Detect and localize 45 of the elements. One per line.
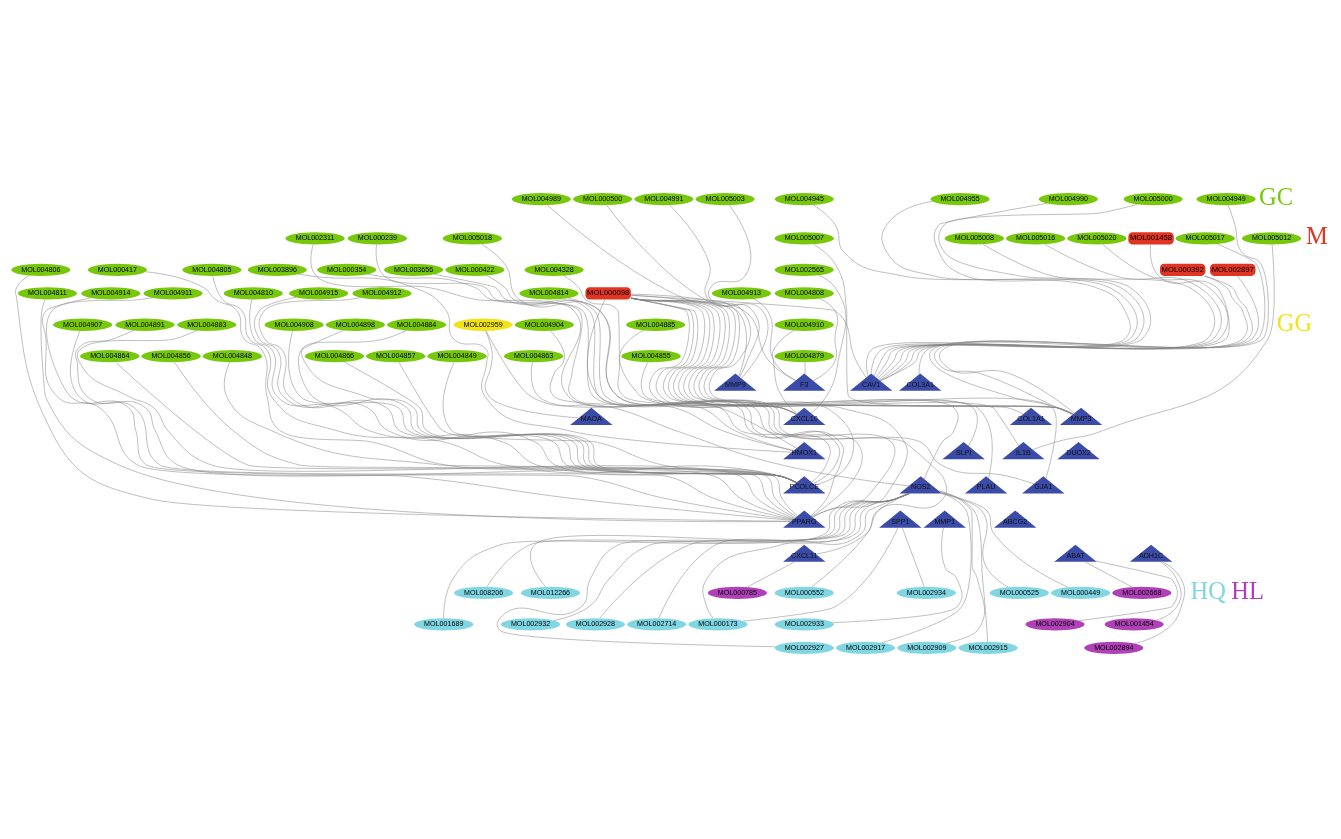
connector [375, 244, 844, 517]
connector [938, 205, 1269, 414]
connector [530, 362, 794, 451]
connector [485, 330, 909, 487]
connector [901, 527, 924, 587]
connector [742, 527, 898, 622]
connector [812, 204, 1131, 377]
connector [630, 297, 908, 518]
connector [442, 493, 910, 619]
connector [1155, 561, 1181, 621]
connector [918, 275, 1253, 375]
connector [1032, 244, 1274, 450]
connector [933, 243, 1265, 415]
connector [563, 275, 797, 415]
connector [752, 298, 796, 381]
connector [1078, 560, 1178, 621]
connector [433, 274, 862, 517]
connector [669, 205, 759, 378]
connector [832, 527, 962, 623]
connector [804, 362, 805, 375]
connector [630, 295, 866, 378]
connector [810, 274, 846, 414]
label: M [1305, 222, 1328, 250]
connector [586, 299, 797, 449]
connector [812, 298, 838, 381]
connector [481, 244, 1034, 485]
connector [707, 204, 768, 379]
connector [496, 493, 910, 647]
connector [484, 330, 579, 419]
connector [1084, 561, 1132, 588]
connector [549, 330, 794, 451]
label: GC [1258, 183, 1293, 211]
label: HQ [1190, 576, 1226, 604]
connector [879, 275, 1248, 381]
connector [881, 492, 971, 643]
connector [310, 244, 831, 483]
connector [1134, 561, 1185, 644]
connector [928, 275, 1259, 415]
label: HL [1230, 576, 1264, 604]
connector [771, 330, 797, 414]
connector [746, 561, 795, 588]
connector [658, 493, 909, 619]
connector [297, 273, 792, 453]
label: GG [1276, 308, 1312, 336]
connector [630, 293, 796, 381]
